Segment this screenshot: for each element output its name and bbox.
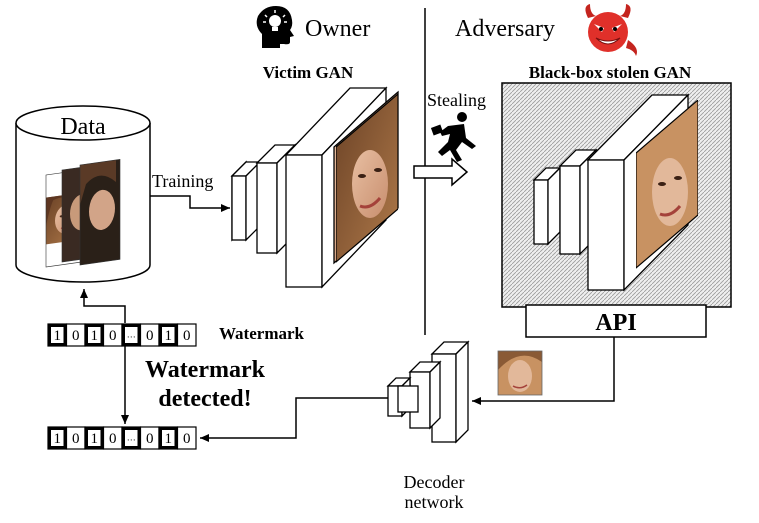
watermark-label: Watermark [219,324,305,343]
owner-label: Owner [305,16,370,42]
bit-value: 0 [109,431,117,447]
bit-value: 0 [109,328,117,344]
training-faces [45,159,121,268]
bit-cell-inner [106,430,119,446]
bit-value: 1 [165,328,173,344]
bit-value: 0 [72,328,80,344]
bit-cell-inner [51,430,64,446]
bit-cell-inner [162,430,175,446]
bit-cell-inner [106,327,119,343]
bit-cell-inner [143,430,156,446]
watermark-to-data-arrow [80,289,126,323]
bit-cell-inner [180,327,193,343]
bit-value: ··· [127,332,136,342]
bit-value: 1 [165,431,173,447]
training-arrow [150,195,230,212]
watermark-detected-line2: detected! [158,386,251,412]
watermark-detected-line1: Watermark [145,357,266,383]
bit-cell-inner [69,327,82,343]
victim-gan-title: Victim GAN [263,63,354,82]
victim-output-image [336,94,398,263]
bit-value: 0 [183,328,191,344]
bit-value: 1 [54,431,62,447]
bit-value: 1 [91,431,99,447]
bit-value: 1 [91,328,99,344]
api-label: API [595,310,636,336]
adversary-label: Adversary [455,16,555,42]
lightbulb-head-icon [256,6,294,48]
decoder-label-line2: network [405,492,464,512]
api-to-decoder-arrow [472,337,615,405]
stolen-gan-title: Black-box stolen GAN [529,63,692,82]
decoder-to-bits-arrow [200,397,388,442]
training-label: Training [152,171,213,191]
generated-sample-image [497,350,543,396]
decoder-label-line1: Decoder [404,472,465,492]
bit-value: 1 [54,328,62,344]
bit-value: 0 [183,431,191,447]
bit-cell-inner [125,327,138,343]
data-label: Data [60,114,106,140]
bit-cell-inner [162,327,175,343]
devil-face-icon [585,4,637,56]
bit-cell-inner [51,327,64,343]
bit-cell-inner [143,327,156,343]
bit-value: ··· [127,435,136,445]
stealing-label: Stealing [427,90,486,110]
bit-cell-inner [180,430,193,446]
data-cylinder: Data [15,105,151,283]
running-thief-icon [430,112,476,162]
bit-cell-inner [88,430,101,446]
stolen-output-image [636,100,698,269]
decoder-network [386,340,470,444]
bit-value: 0 [146,431,154,447]
stealing-arrow [413,157,469,187]
bit-cell-inner [69,430,82,446]
bit-value: 0 [146,328,154,344]
api-box [525,304,707,338]
bit-cell-inner [125,430,138,446]
bit-value: 0 [72,431,80,447]
bit-cell-inner [88,327,101,343]
